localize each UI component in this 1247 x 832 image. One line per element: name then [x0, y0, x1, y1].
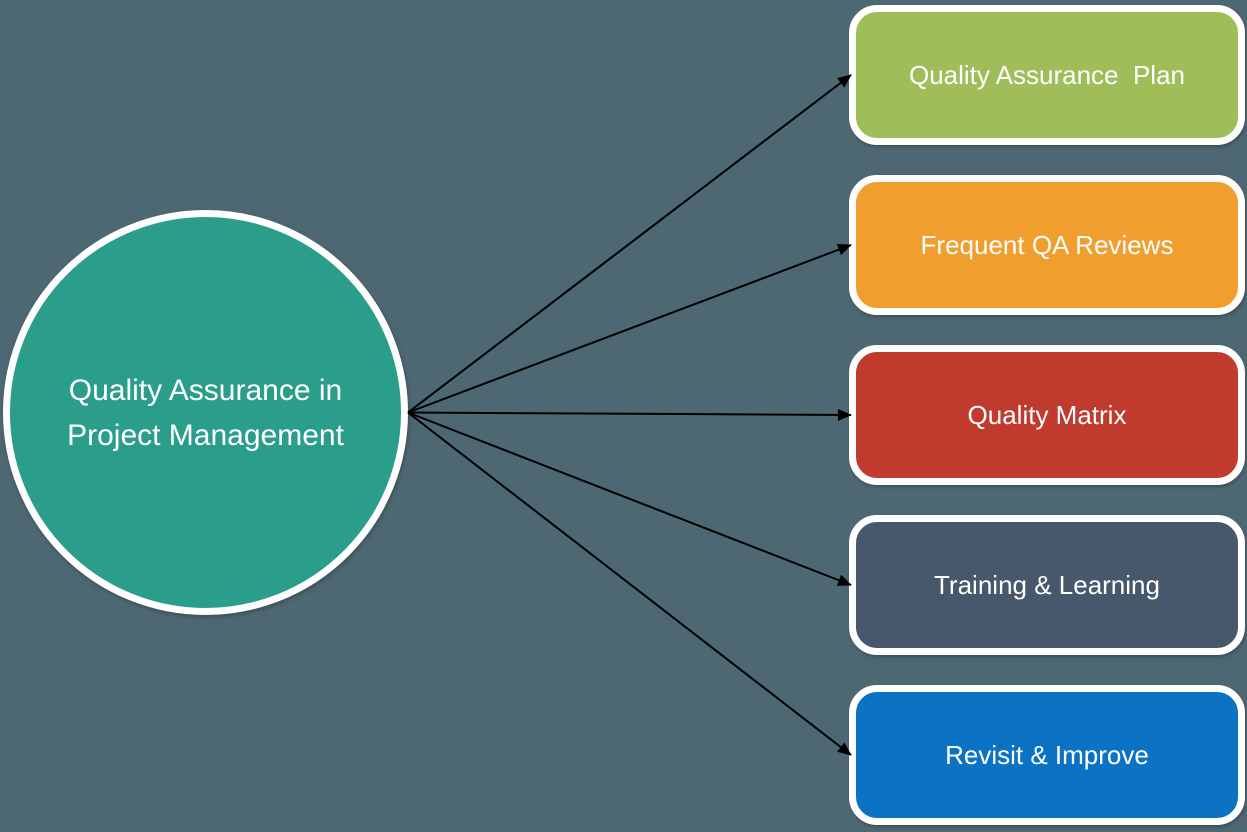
node-quality-matrix-label: Quality Matrix	[967, 399, 1127, 430]
node-quality-assurance-plan: Quality Assurance Plan	[849, 5, 1245, 145]
connector-center-to-training-learning	[407, 411, 852, 586]
connector-center-to-quality-matrix	[407, 408, 852, 421]
connector-center-to-revisit-improve	[407, 411, 852, 756]
connector-center-to-quality-assurance-plan	[407, 74, 852, 414]
node-quality-matrix: Quality Matrix	[849, 345, 1245, 485]
node-training-learning: Training & Learning	[849, 515, 1245, 655]
center-node-label: Quality Assurance in Project Management	[47, 368, 364, 458]
node-frequent-qa-reviews-label: Frequent QA Reviews	[920, 229, 1174, 260]
center-label-line-2: Project Management	[67, 418, 344, 452]
connector-center-to-frequent-qa-reviews	[407, 243, 852, 414]
node-training-learning-label: Training & Learning	[934, 569, 1160, 600]
center-node-quality-assurance-in-project-management: Quality Assurance in Project Management	[3, 210, 408, 615]
center-label-line-1: Quality Assurance in	[68, 373, 343, 407]
node-frequent-qa-reviews: Frequent QA Reviews	[849, 175, 1245, 315]
node-revisit-improve: Revisit & Improve	[849, 685, 1245, 825]
node-quality-assurance-plan-label: Quality Assurance Plan	[908, 59, 1186, 90]
node-revisit-improve-label: Revisit & Improve	[945, 739, 1149, 770]
